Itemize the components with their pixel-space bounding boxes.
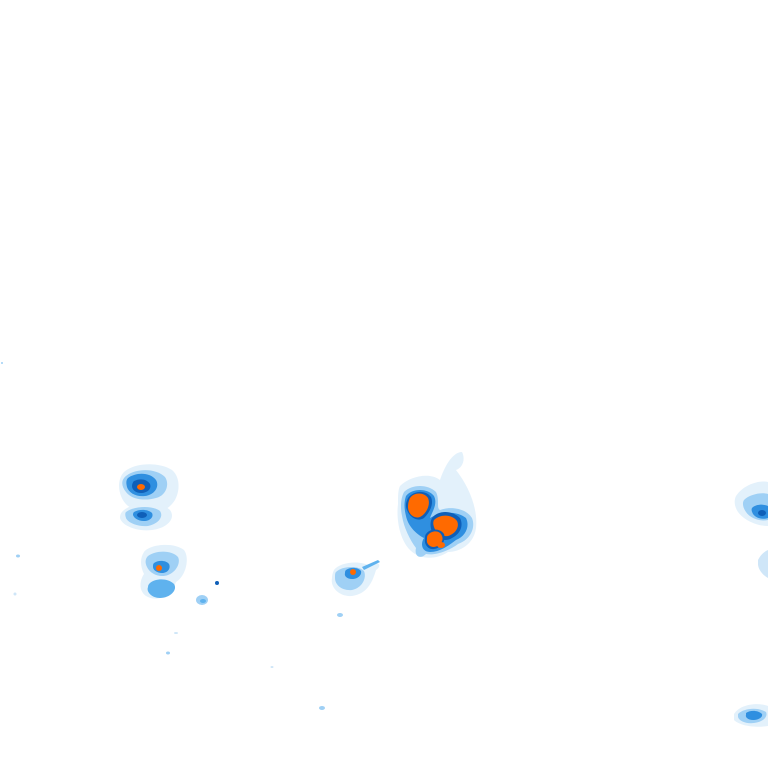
echo-fleck bbox=[1, 362, 3, 364]
echo-scatter-west bbox=[1, 362, 325, 710]
echo-fleck bbox=[166, 651, 170, 655]
echo-heavy bbox=[137, 484, 145, 490]
echo-cell-west-upper bbox=[119, 464, 179, 512]
echo-dark bbox=[137, 512, 147, 518]
echo-fleck bbox=[174, 632, 178, 634]
echo-cell-center-main bbox=[397, 452, 477, 558]
echo-light bbox=[758, 550, 768, 578]
echo-cell-west-lower bbox=[120, 503, 172, 531]
echo-fleck bbox=[13, 592, 17, 596]
echo-cell-west-south bbox=[140, 544, 187, 599]
echo-heavy bbox=[156, 565, 162, 571]
echo-heavy bbox=[350, 569, 356, 575]
echo-cell-center-small bbox=[331, 560, 380, 617]
echo-heavy bbox=[408, 493, 429, 518]
echo-medium bbox=[147, 579, 176, 598]
echo-cell-east-edge-lower bbox=[734, 704, 768, 727]
echo-heavy bbox=[437, 542, 445, 548]
echo-fleck bbox=[16, 554, 20, 558]
echo-dark bbox=[758, 510, 766, 516]
echo-streak bbox=[362, 560, 380, 570]
echo-medium bbox=[745, 710, 763, 720]
echo-fleck bbox=[319, 706, 325, 710]
echo-fleck bbox=[337, 613, 343, 617]
echo-fleck bbox=[200, 599, 206, 603]
echo-cell-east-edge-upper bbox=[734, 481, 768, 578]
echo-fleck bbox=[270, 666, 274, 668]
echo-fleck bbox=[215, 581, 219, 585]
